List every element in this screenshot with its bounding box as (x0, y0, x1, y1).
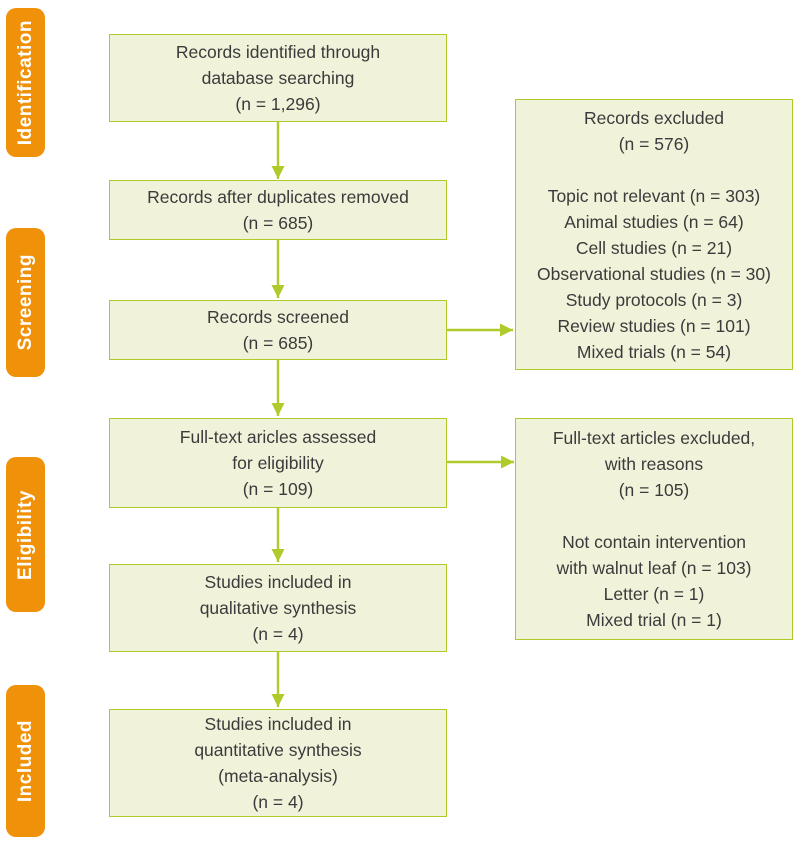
flow-box-records-screened: Records screened (n = 685) (109, 300, 447, 360)
flow-box-fulltext-assessed: Full-text aricles assessed for eligibili… (109, 418, 447, 508)
flow-box-records-after-duplicates: Records after duplicates removed (n = 68… (109, 180, 447, 240)
stage-label-screening-text: Screening (14, 254, 36, 351)
stage-label-identification-text: Identification (14, 19, 36, 146)
stage-label-screening: Screening (6, 228, 45, 377)
stage-label-identification: Identification (6, 8, 45, 157)
stage-label-eligibility: Eligibility (6, 457, 45, 612)
stage-label-eligibility-text: Eligibility (14, 489, 36, 580)
flow-box-quantitative-synthesis: Studies included in quantitative synthes… (109, 709, 447, 817)
flow-box-qualitative-synthesis: Studies included in qualitative synthesi… (109, 564, 447, 652)
flow-box-records-identified: Records identified through database sear… (109, 34, 447, 122)
stage-label-included: Included (6, 685, 45, 837)
exclusion-box-records-excluded: Records excluded (n = 576) Topic not rel… (515, 99, 793, 370)
stage-label-included-text: Included (14, 719, 36, 803)
exclusion-box-fulltext-excluded: Full-text articles excluded, with reason… (515, 418, 793, 640)
